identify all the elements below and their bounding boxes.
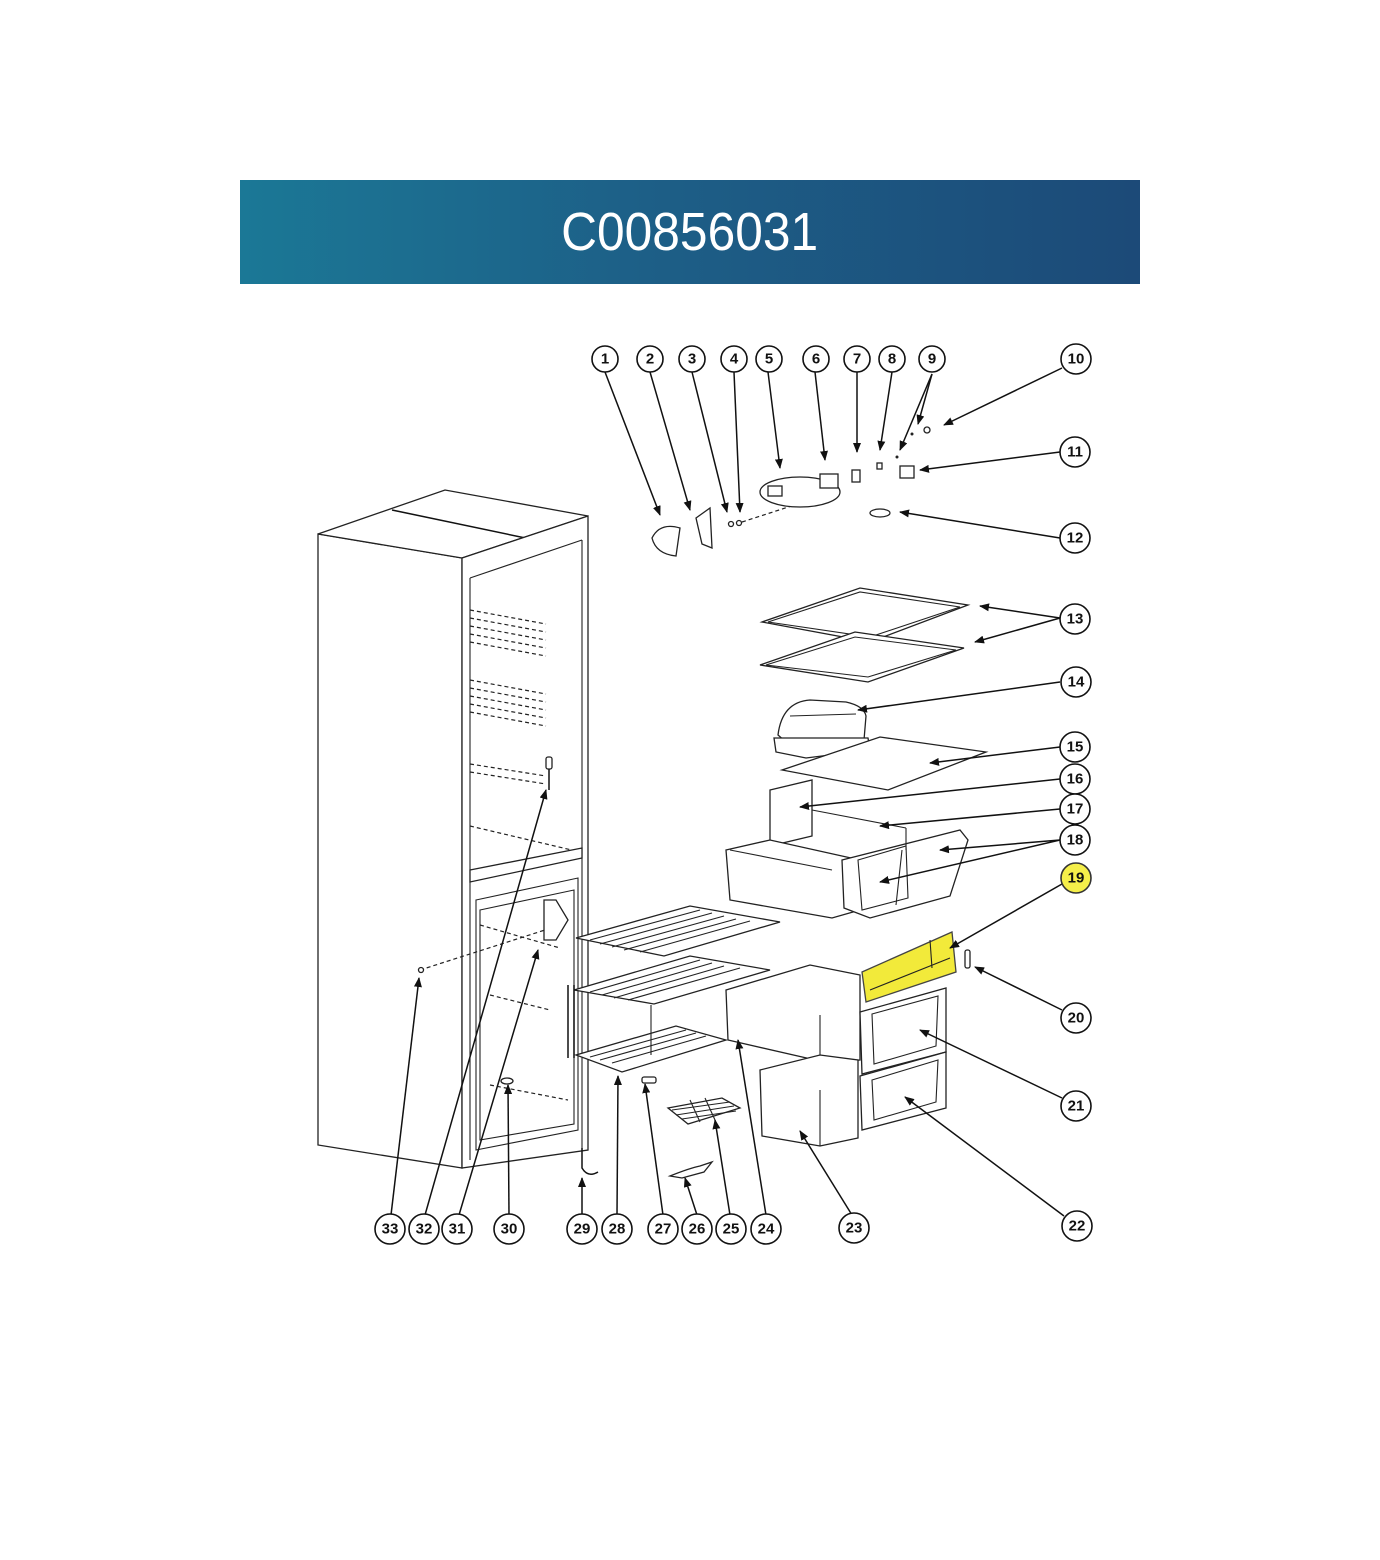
svg-text:6: 6 (812, 351, 820, 368)
svg-text:31: 31 (449, 1221, 466, 1238)
drawer-fronts (859, 987, 947, 1131)
callout-30: 30 (493, 1213, 525, 1245)
callout-13: 13 (1059, 603, 1091, 635)
svg-text:15: 15 (1067, 739, 1084, 756)
svg-text:5: 5 (765, 351, 773, 368)
callout-21: 21 (1060, 1090, 1092, 1122)
svg-text:13: 13 (1067, 611, 1084, 628)
callout-9: 9 (918, 345, 946, 373)
callout-5: 5 (755, 345, 783, 373)
callout-15: 15 (1059, 731, 1091, 763)
callout-3: 3 (678, 345, 706, 373)
callout-14: 14 (1060, 666, 1092, 698)
callout-18: 18 (1059, 824, 1091, 856)
callout-23: 23 (838, 1212, 870, 1244)
svg-text:4: 4 (730, 351, 739, 368)
callout-8: 8 (878, 345, 906, 373)
callout-26: 26 (681, 1213, 713, 1245)
svg-text:10: 10 (1068, 351, 1085, 368)
part-number-banner: C00856031 (240, 180, 1140, 284)
callout-1: 1 (591, 345, 619, 373)
leader-arrows (390, 367, 1065, 1217)
callout-11: 11 (1059, 436, 1091, 468)
callout-12: 12 (1059, 522, 1091, 554)
callout-32: 32 (408, 1213, 440, 1245)
callout-6: 6 (802, 345, 830, 373)
svg-text:20: 20 (1068, 1010, 1085, 1027)
callout-25: 25 (715, 1213, 747, 1245)
callout-28: 28 (601, 1213, 633, 1245)
part-19-highlighted-flap (861, 931, 957, 1003)
svg-text:2: 2 (646, 351, 654, 368)
callout-24: 24 (750, 1213, 782, 1245)
svg-text:24: 24 (758, 1221, 775, 1238)
callout-7: 7 (843, 345, 871, 373)
svg-text:16: 16 (1067, 771, 1084, 788)
svg-text:17: 17 (1067, 801, 1084, 818)
svg-text:21: 21 (1068, 1098, 1085, 1115)
svg-text:18: 18 (1067, 832, 1084, 849)
callout-17: 17 (1059, 793, 1091, 825)
svg-text:19: 19 (1068, 870, 1085, 887)
svg-text:11: 11 (1067, 444, 1083, 461)
svg-text:3: 3 (688, 351, 696, 368)
freezer-drawers (725, 964, 861, 1147)
callout-4: 4 (720, 345, 748, 373)
callout-16: 16 (1059, 763, 1091, 795)
callout-22: 22 (1061, 1210, 1093, 1242)
glass-shelves (759, 587, 971, 683)
callout-2: 2 (636, 345, 664, 373)
svg-text:26: 26 (689, 1221, 706, 1238)
crisper-cover-shelf (779, 736, 989, 791)
callout-31: 31 (441, 1213, 473, 1245)
svg-text:33: 33 (382, 1221, 399, 1238)
svg-text:9: 9 (928, 351, 936, 368)
callout-20: 20 (1060, 1002, 1092, 1034)
callout-19-highlighted: 19 (1060, 862, 1092, 894)
refrigerator-cabinet (317, 489, 589, 1169)
svg-text:27: 27 (655, 1221, 672, 1238)
callout-labels: 1 2 3 4 5 6 7 8 9 10 11 12 13 14 15 16 1… (374, 343, 1093, 1245)
loose-small-parts (581, 1076, 742, 1179)
svg-text:14: 14 (1068, 674, 1085, 691)
svg-text:8: 8 (888, 351, 896, 368)
callout-33: 33 (374, 1213, 406, 1245)
crisper-drawer-assembly (725, 779, 969, 919)
svg-text:7: 7 (853, 351, 861, 368)
lamp-assembly-parts (651, 426, 931, 557)
svg-text:29: 29 (574, 1221, 591, 1238)
svg-text:12: 12 (1067, 530, 1084, 547)
exploded-parts-diagram: 1 2 3 4 5 6 7 8 9 10 11 12 13 14 15 16 1… (300, 330, 1110, 1270)
part-number-title: C00856031 (561, 202, 819, 262)
callout-29: 29 (566, 1213, 598, 1245)
svg-text:30: 30 (501, 1221, 518, 1238)
svg-text:23: 23 (846, 1220, 863, 1237)
svg-text:25: 25 (723, 1221, 740, 1238)
svg-text:22: 22 (1069, 1218, 1086, 1235)
svg-text:32: 32 (416, 1221, 433, 1238)
freezer-wire-shelves (567, 905, 781, 1073)
callout-27: 27 (647, 1213, 679, 1245)
callout-10: 10 (1060, 343, 1092, 375)
svg-text:28: 28 (609, 1221, 626, 1238)
svg-text:1: 1 (601, 351, 609, 368)
